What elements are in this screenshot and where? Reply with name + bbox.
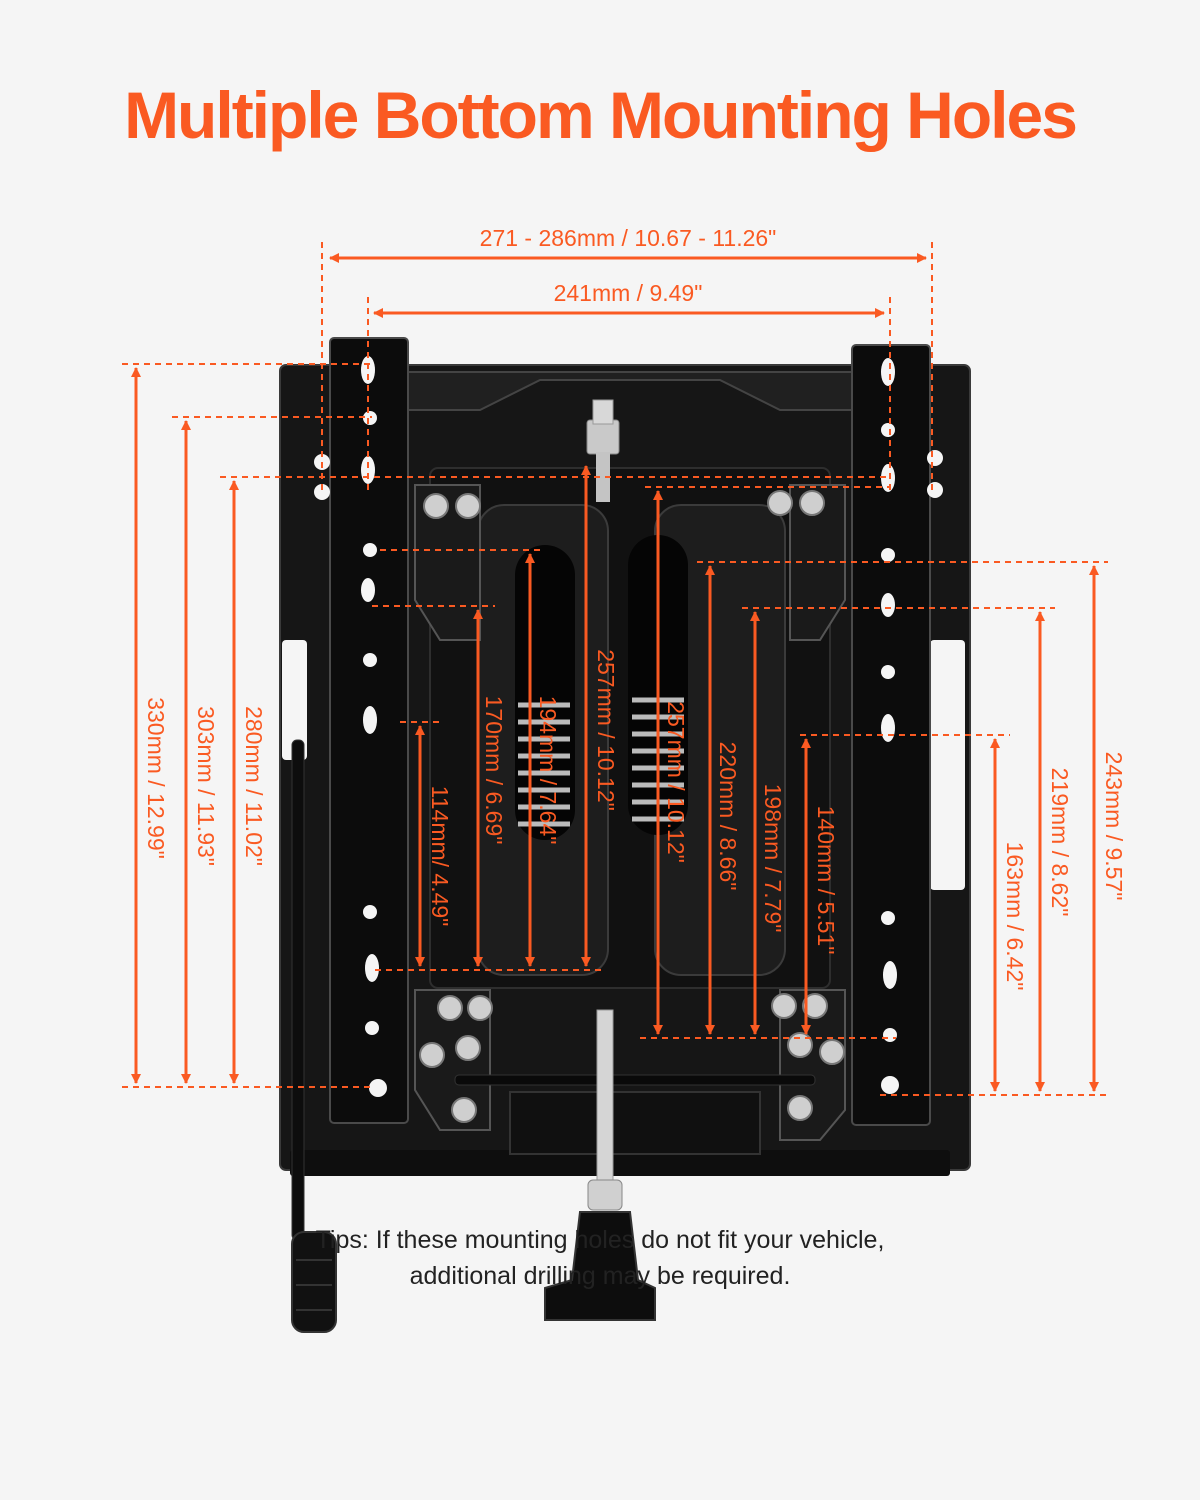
right-rail-holes — [881, 358, 899, 1094]
dim-label-d330: 330mm / 12.99" — [143, 697, 169, 859]
dim-label-d220: 220mm / 8.66" — [715, 742, 741, 891]
cross-rod — [454, 1074, 816, 1086]
dim-label-d219: 219mm / 8.62" — [1047, 768, 1073, 917]
side-lever-handle — [291, 1231, 337, 1333]
dimension-overlay — [122, 242, 1108, 1096]
dim-label-outer-width: 271 - 286mm / 10.67 - 11.26" — [480, 225, 777, 251]
top-bolt-nut — [586, 419, 620, 455]
tips-line-2: additional drilling may be required. — [409, 1262, 791, 1290]
coil-spring-left — [518, 702, 570, 827]
dim-label-d257a: 257mm / 10.12" — [593, 649, 619, 811]
dim-label-d163: 163mm / 6.42" — [1002, 842, 1028, 991]
tips-line-1: Tips: If these mounting holes do not fit… — [315, 1226, 885, 1254]
page-title: Multiple Bottom Mounting Holes — [124, 78, 1078, 152]
top-bolt-thread — [592, 399, 614, 425]
left-rail-holes — [361, 356, 387, 1097]
release-shaft — [596, 1009, 614, 1186]
dim-label-d303: 303mm / 11.93" — [193, 706, 219, 866]
lower-plate — [509, 1091, 761, 1155]
dim-label-d280: 280mm / 11.02" — [241, 706, 267, 866]
top-bolt-shaft — [596, 452, 610, 502]
dim-label-d257b: 257mm / 10.12" — [663, 701, 689, 863]
dim-label-d243: 243mm / 9.57" — [1101, 752, 1127, 901]
side-slot — [930, 640, 965, 890]
tips-note: Tips: If these mounting holes do not fit… — [0, 1222, 1200, 1294]
dim-label-d194: 194mm / 7.64" — [535, 696, 561, 845]
bottom-flange — [290, 1150, 950, 1176]
knob-collar — [587, 1179, 623, 1211]
dim-label-inner-width: 241mm / 9.49" — [554, 280, 703, 306]
dim-label-d140: 140mm / 5.51" — [813, 806, 839, 955]
side-lever-bar — [291, 739, 305, 1241]
dim-label-d198: 198mm / 7.79" — [760, 784, 786, 933]
t-handle-knob — [544, 1211, 656, 1321]
link-plates — [414, 484, 846, 1141]
dim-label-d170: 170mm / 6.69" — [481, 696, 507, 845]
side-slot — [282, 640, 307, 760]
dim-label-d114: 114mm/ 4.49" — [427, 786, 453, 927]
